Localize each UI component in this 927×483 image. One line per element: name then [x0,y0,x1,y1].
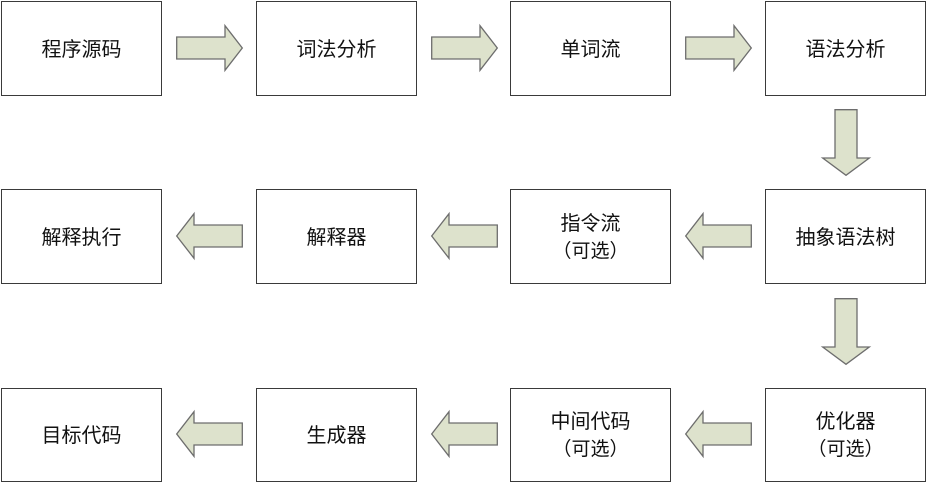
node-lexical-analysis: 词法分析 [256,1,417,96]
arrow-down-icon [820,298,872,366]
arrow-right-icon [431,23,499,73]
arrow-right-icon [176,23,244,73]
node-source-code: 程序源码 [1,1,162,96]
node-optimizer-note: （可选） [807,438,884,460]
node-syntax-analysis: 语法分析 [765,1,926,96]
node-target-code: 目标代码 [1,388,162,482]
arrow-right-icon [685,23,753,73]
arrow-left-icon [430,211,498,261]
arrow-left-icon [684,211,752,261]
node-intermediate-code: 中间代码 （可选） [510,388,671,482]
node-instruction-stream-label: 指令流 [560,210,621,235]
node-instruction-stream-note: （可选） [552,239,629,262]
node-source-code-label: 程序源码 [41,36,122,61]
node-optimizer-label: 优化器 [815,409,876,433]
node-generator: 生成器 [256,388,417,482]
node-token-stream: 单词流 [510,1,671,96]
arrow-left-icon [430,409,498,459]
arrow-down-icon [820,109,872,177]
node-intermediate-code-note: （可选） [552,438,629,460]
node-token-stream-label: 单词流 [560,36,621,61]
arrow-left-icon [175,211,243,261]
node-interpreter: 解释器 [256,189,417,284]
arrow-left-icon [175,409,243,459]
node-optimizer: 优化器 （可选） [765,388,926,482]
node-ast: 抽象语法树 [765,189,926,284]
node-interpret-execute-label: 解释执行 [41,224,122,249]
node-interpreter-label: 解释器 [306,224,367,249]
node-intermediate-code-label: 中间代码 [550,409,631,433]
arrow-left-icon [684,409,752,459]
node-syntax-analysis-label: 语法分析 [805,36,886,61]
node-instruction-stream: 指令流 （可选） [510,189,671,284]
node-interpret-execute: 解释执行 [1,189,162,284]
node-lexical-analysis-label: 词法分析 [296,36,377,61]
node-ast-label: 抽象语法树 [795,224,896,249]
node-target-code-label: 目标代码 [41,423,122,447]
node-generator-label: 生成器 [306,423,367,447]
